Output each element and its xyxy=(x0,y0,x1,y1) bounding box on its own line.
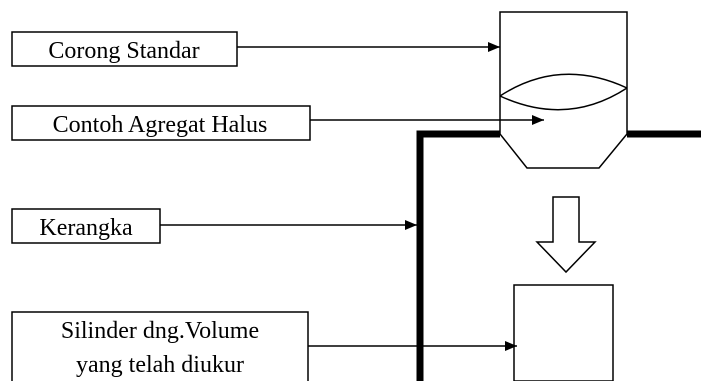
funnel-label: Corong Standar xyxy=(48,38,199,64)
sample-lower-surface xyxy=(499,87,628,111)
sample-label-box: Contoh Agregat Halus xyxy=(11,105,311,141)
sample-label: Contoh Agregat Halus xyxy=(53,112,268,138)
frame xyxy=(416,130,701,381)
flow-down-arrow xyxy=(535,196,597,274)
frame-label: Kerangka xyxy=(39,215,133,241)
cylinder-label-line2: yang telah diukur xyxy=(76,352,244,378)
sample-upper-surface xyxy=(499,73,628,97)
cylinder-label-line1: Silinder dng.Volume xyxy=(61,318,259,344)
funnel xyxy=(499,11,628,169)
cylinder-label-box: Silinder dng.Volume yang telah diukur xyxy=(11,311,309,381)
funnel-label-box: Corong Standar xyxy=(11,31,238,67)
frame-label-box: Kerangka xyxy=(11,208,161,244)
measuring-cylinder xyxy=(513,284,614,381)
